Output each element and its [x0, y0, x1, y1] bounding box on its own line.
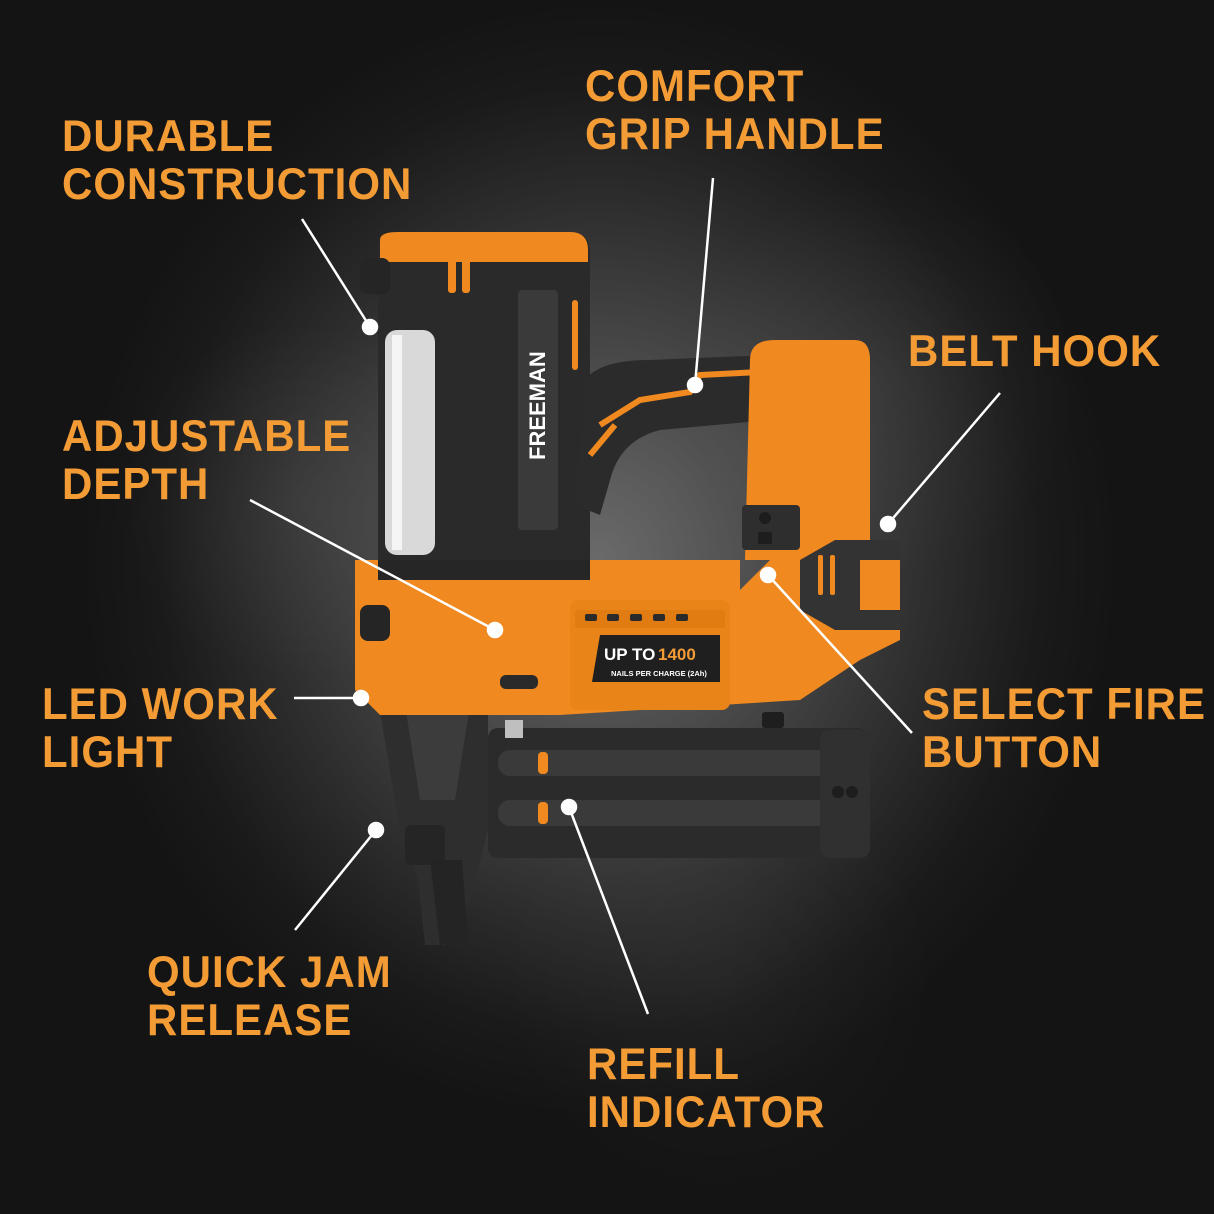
label-line: DEPTH	[62, 459, 210, 509]
label-line: BUTTON	[922, 727, 1103, 777]
label-line: INDICATOR	[587, 1087, 826, 1137]
rear-housing	[742, 340, 870, 560]
refill-window-lower	[538, 802, 548, 824]
tool-body	[355, 560, 900, 715]
tool-head: FREEMAN	[360, 232, 590, 641]
dot-select	[759, 566, 777, 584]
depth-wheel	[500, 675, 538, 689]
label-select-fire-button: SELECT FIRE BUTTON	[922, 678, 1207, 777]
label-line: QUICK JAM	[147, 946, 392, 997]
label-line: RELEASE	[147, 995, 353, 1045]
comfort-grip-handle	[575, 355, 770, 515]
capacity-badge-bg	[592, 635, 720, 682]
label-line: COMFORT	[585, 60, 805, 111]
nose-assembly	[378, 700, 488, 945]
label-belt-hook: BELT HOOK	[908, 325, 1162, 376]
label-line: SELECT FIRE	[922, 678, 1207, 729]
badge-number-text: 1400	[658, 645, 696, 664]
mode-panel	[742, 505, 800, 550]
label-quick-jam-release: QUICK JAM RELEASE	[147, 946, 392, 1045]
label-durable-construction: DURABLE CONSTRUCTION	[62, 110, 413, 209]
label-line: GRIP HANDLE	[585, 109, 885, 159]
dot-comfort	[686, 376, 704, 394]
dot-adjustable	[486, 621, 504, 639]
label-line: REFILL	[587, 1038, 740, 1089]
dot-durable	[361, 318, 379, 336]
callout-lines	[249, 177, 1001, 1015]
label-refill-indicator: REFILL INDICATOR	[587, 1038, 826, 1137]
label-line: CONSTRUCTION	[62, 159, 413, 209]
dot-belt	[879, 515, 897, 533]
nail-magazine	[488, 712, 870, 858]
refill-window-upper	[538, 752, 548, 774]
badge-sub-text: NAILS PER CHARGE (2Ah)	[611, 669, 707, 678]
label-line: ADJUSTABLE	[62, 410, 352, 461]
label-led-work-light: LED WORK LIGHT	[42, 678, 279, 777]
belt-hook	[800, 540, 900, 630]
badge-main-text: UP TO	[604, 645, 655, 664]
brand-logo: FREEMAN	[525, 351, 550, 460]
label-line: LIGHT	[42, 727, 173, 777]
label-adjustable-depth: ADJUSTABLE DEPTH	[62, 410, 352, 509]
dot-led	[352, 689, 370, 707]
dot-jam	[367, 821, 385, 839]
dot-refill	[560, 798, 578, 816]
label-comfort-grip-handle: COMFORT GRIP HANDLE	[585, 60, 885, 159]
label-line: BELT HOOK	[908, 325, 1162, 376]
label-line: LED WORK	[42, 678, 279, 729]
label-line: DURABLE	[62, 110, 275, 161]
